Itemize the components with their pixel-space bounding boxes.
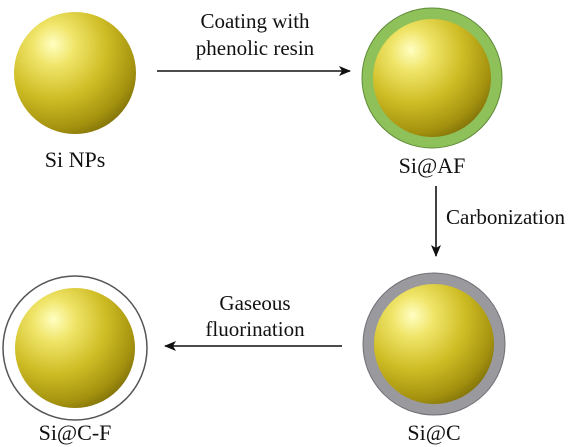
coating-step-label-line2: phenolic resin xyxy=(195,36,315,60)
fluorination-step-label-line2: fluorination xyxy=(205,317,305,341)
silicon-core xyxy=(373,19,491,137)
si-af-particle xyxy=(361,7,503,149)
si-cf-particle xyxy=(2,275,148,421)
silicon-core xyxy=(14,12,136,134)
fluorination-step-label-line1: Gaseous xyxy=(219,291,291,315)
silicon-core xyxy=(15,288,135,408)
silicon-core xyxy=(374,284,494,404)
coating-step-label-line1: Coating with xyxy=(200,9,310,33)
si-nps-label: Si NPs xyxy=(44,147,106,172)
si-af-label: Si@AF xyxy=(398,153,466,178)
si-cf-label: Si@C-F xyxy=(38,420,112,445)
si-c-particle xyxy=(362,272,506,416)
si-nps-particle xyxy=(14,12,136,134)
si-c-label: Si@C xyxy=(407,420,461,445)
carbonization-step-label: Carbonization xyxy=(446,205,565,229)
